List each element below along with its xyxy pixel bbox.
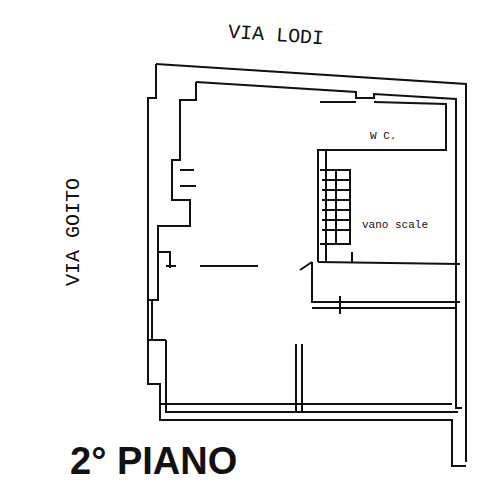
room-name: vano scale [362, 220, 428, 231]
street-name: VIA LODI [227, 23, 324, 50]
street-name: VIA GOITO [64, 178, 84, 286]
floor-title: 2° PIANO [70, 442, 237, 480]
room-name: W C. [370, 131, 396, 142]
